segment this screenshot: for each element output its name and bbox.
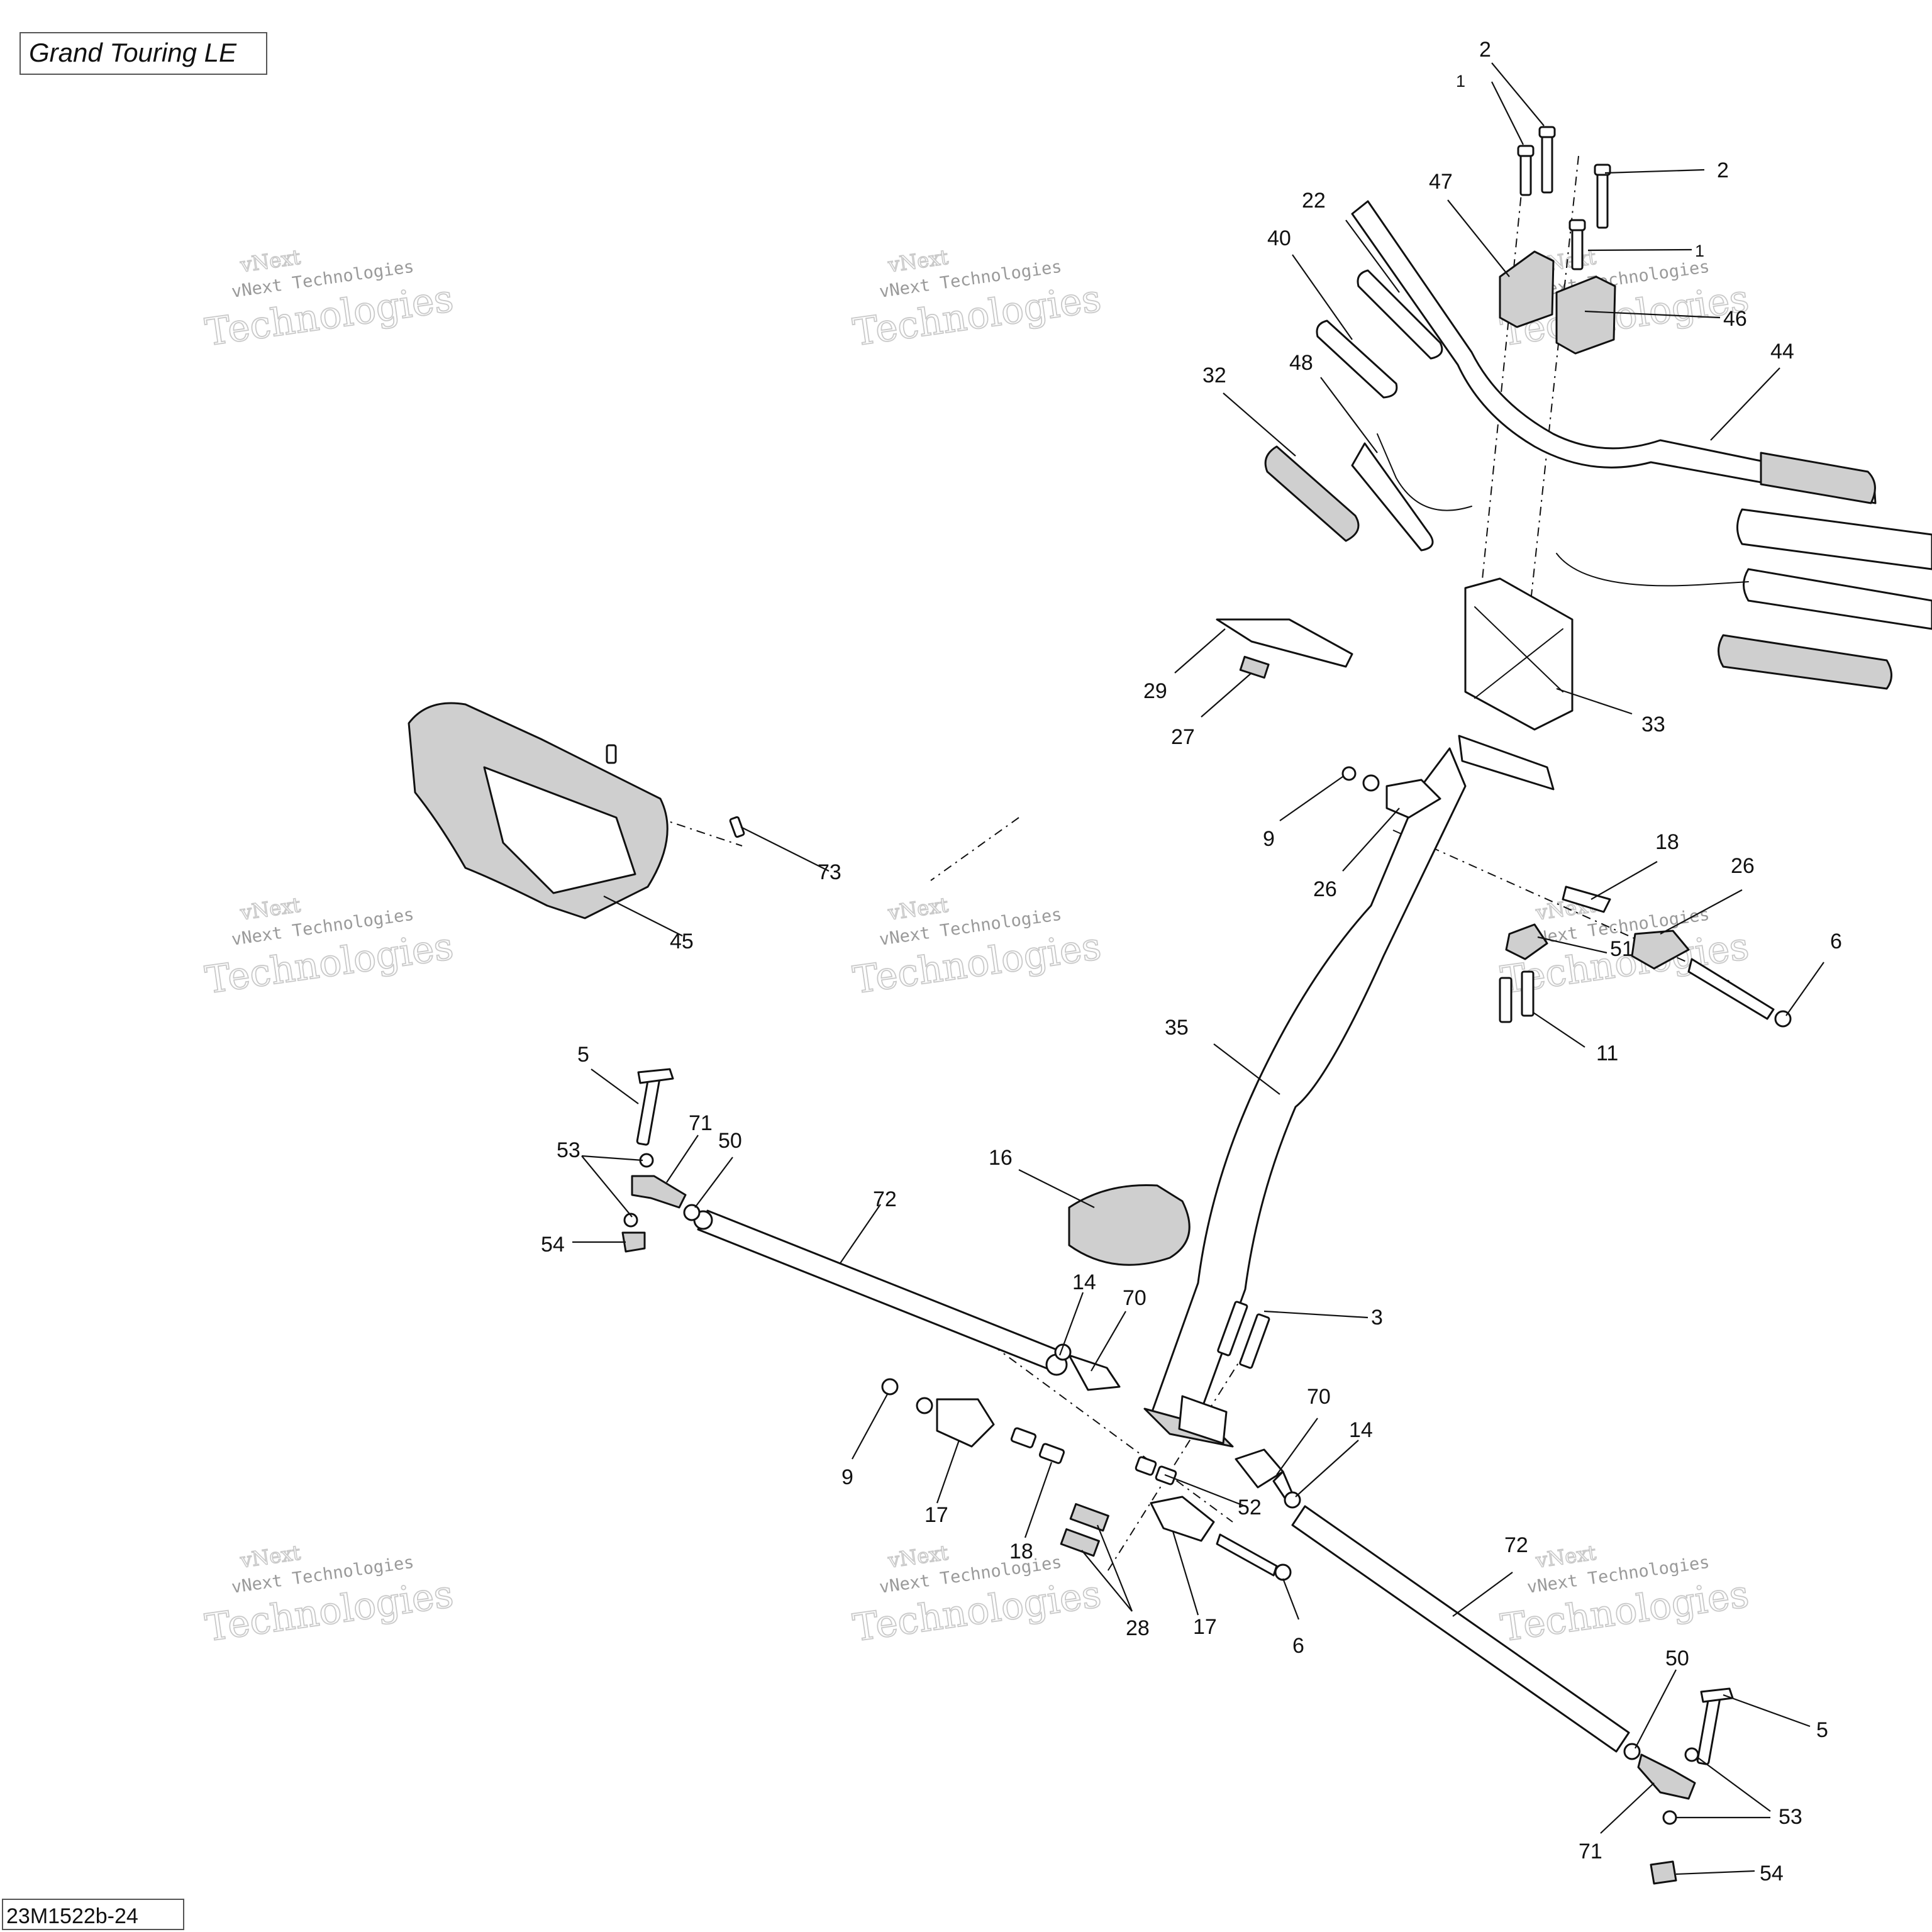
- watermark: vNext vNext Technologies Technologies: [202, 1540, 457, 1651]
- callout-label: 27: [1171, 725, 1195, 749]
- callout-label: 1: [1695, 242, 1704, 260]
- steering-column: [1150, 747, 1467, 1429]
- tie-rod-end-17-center: [1150, 1496, 1215, 1542]
- callout-label: 11: [1596, 1041, 1618, 1065]
- callout-label: 9: [841, 1465, 853, 1489]
- watermark-line1: vNext: [886, 245, 950, 277]
- block-27: [1239, 655, 1270, 679]
- callout-label: 16: [989, 1146, 1013, 1170]
- callout-label: 6: [1292, 1634, 1304, 1658]
- callout-label: 44: [1770, 340, 1794, 364]
- callout-label: 14: [1072, 1270, 1096, 1294]
- grip-sleeve-40: [1316, 319, 1398, 399]
- watermark-line1: vNext: [238, 1541, 302, 1573]
- callout-label: 26: [1313, 877, 1337, 901]
- callout-label: 50: [1665, 1646, 1689, 1670]
- riser-33: [1464, 577, 1574, 731]
- tie-rod-right: [1291, 1505, 1630, 1753]
- plate-29: [1216, 618, 1353, 668]
- callout-label: 73: [818, 860, 841, 884]
- grip-sleeve-right-2: [1743, 568, 1932, 630]
- callout-label: 14: [1349, 1418, 1373, 1442]
- callout-label: 28: [1126, 1616, 1150, 1640]
- handlebar-grip-right: [1718, 634, 1892, 690]
- clamp-46: [1555, 275, 1616, 355]
- model-label-box: Grand Touring LE: [19, 32, 267, 75]
- callout-label: 3: [1371, 1306, 1383, 1330]
- callout-label: 51: [1610, 937, 1634, 961]
- watermark: vNext vNext Technologies Technologies: [202, 892, 457, 1003]
- callout-label: 54: [1760, 1862, 1784, 1885]
- callout-label: 72: [1504, 1533, 1528, 1557]
- bracket-51: [1505, 923, 1548, 960]
- callout-label: 46: [1723, 307, 1747, 331]
- callout-label: 54: [541, 1233, 565, 1257]
- callout-label: 53: [1779, 1805, 1802, 1829]
- grip-sleeve-right-1: [1736, 508, 1932, 570]
- callout-label: 52: [1238, 1496, 1262, 1519]
- callout-label: 70: [1307, 1385, 1331, 1409]
- watermark: vNext vNext Technologies Technologies: [850, 892, 1104, 1003]
- rod-end-71-right: [1637, 1753, 1696, 1800]
- watermark-line1: vNext: [238, 893, 302, 925]
- callout-label: 22: [1302, 189, 1326, 213]
- callout-label: 72: [873, 1187, 897, 1211]
- model-label: Grand Touring LE: [29, 38, 237, 67]
- callout-label: 53: [557, 1138, 580, 1162]
- callout-label: 1: [1456, 72, 1465, 91]
- tie-rod-left: [697, 1209, 1064, 1372]
- tie-rod-end-17-left: [936, 1398, 995, 1448]
- watermark: vNext vNext Technologies Technologies: [202, 245, 457, 355]
- callout-label: 71: [1579, 1840, 1602, 1863]
- callout-label: 2: [1717, 158, 1729, 182]
- callout-label: 33: [1641, 713, 1665, 736]
- callout-label: 18: [1009, 1540, 1033, 1563]
- callout-label: 35: [1165, 1016, 1189, 1040]
- callout-label: 5: [1816, 1718, 1828, 1742]
- callout-label: 29: [1143, 679, 1167, 703]
- watermark-line1: vNext: [886, 893, 950, 925]
- handlebar-grip-left: [1264, 445, 1360, 542]
- callout-label: 45: [670, 930, 694, 953]
- callout-label: 17: [1193, 1615, 1217, 1639]
- callout-label: 17: [924, 1503, 948, 1527]
- callout-label: 71: [689, 1111, 713, 1135]
- heater-wire-48: [1377, 433, 1472, 511]
- callout-label: 47: [1429, 170, 1453, 194]
- callout-label: 2: [1479, 38, 1491, 62]
- clamp-47: [1499, 250, 1555, 328]
- grip-sleeve-22: [1357, 269, 1443, 360]
- parts: [408, 126, 1932, 1885]
- watermark-line1: vNext: [1534, 1541, 1597, 1573]
- callout-label: 5: [577, 1043, 589, 1067]
- callout-label: 6: [1830, 930, 1842, 953]
- callout-label: 18: [1655, 830, 1679, 854]
- callout-label: 70: [1123, 1286, 1146, 1310]
- bolt-group-top: [1517, 126, 1611, 270]
- callout-label: 40: [1267, 226, 1291, 250]
- drawing-code-box: 23M1522b-24: [2, 1899, 184, 1930]
- watermark-line1: vNext: [886, 1541, 950, 1573]
- watermark-line1: vNext: [238, 245, 302, 277]
- tie-rod-end-26-upper: [1385, 779, 1441, 819]
- rod-end-71-left: [631, 1175, 687, 1209]
- watermark: vNext vNext Technologies Technologies: [850, 245, 1104, 355]
- callout-label: 26: [1731, 854, 1755, 878]
- leader-lines: [572, 62, 1824, 1875]
- callout-label: 48: [1289, 351, 1313, 375]
- watermark: vNext vNext Technologies Technologies: [1497, 1540, 1752, 1651]
- callout-label: 50: [718, 1129, 742, 1153]
- callout-label: 9: [1263, 827, 1275, 851]
- drawing-code: 23M1522b-24: [6, 1904, 138, 1928]
- callout-label: 32: [1202, 364, 1226, 387]
- cover-16: [1068, 1184, 1191, 1266]
- callout-labels: 2 1 2 1 22 47 40 46 44 48 32 29 27 33 9 …: [541, 38, 1842, 1885]
